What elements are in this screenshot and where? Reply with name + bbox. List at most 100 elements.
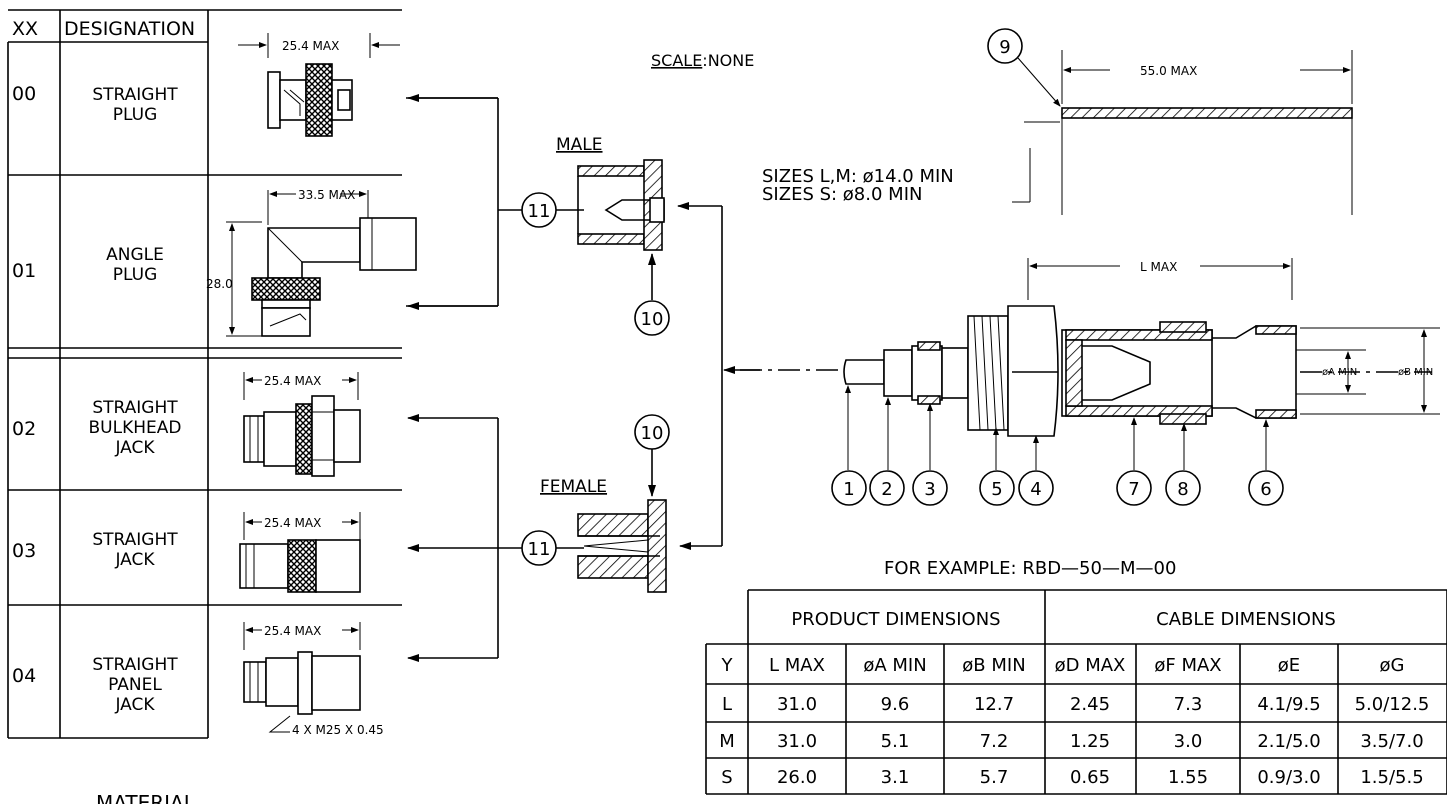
connector-assembly: L MAX øA MIN øB MIN — [843, 258, 1440, 470]
col-header: øB MIN — [962, 655, 1025, 676]
row-designation: STRAIGHT — [92, 655, 178, 675]
table-cell: 1.55 — [1168, 767, 1208, 788]
angle-plug-sketch: 33.5 MAX 28.0 — [206, 188, 417, 337]
female-contact: FEMALE — [540, 448, 667, 593]
balloon-11-upper: 11 — [521, 192, 557, 228]
svg-text:4: 4 — [1030, 479, 1041, 500]
balloon-8: 8 — [1165, 470, 1201, 506]
table-cell: 2.45 — [1070, 694, 1110, 715]
dim-label: 33.5 MAX — [298, 188, 355, 202]
dim-label: 25.4 MAX — [282, 39, 339, 53]
bulkhead-jack-sketch: 25.4 MAX — [243, 372, 361, 477]
dim-55: 55.0 MAX — [1140, 64, 1197, 78]
table-cell: 12.7 — [974, 694, 1014, 715]
sizes-note-line2: SIZES S: ø8.0 MIN — [762, 184, 922, 205]
svg-text:5: 5 — [991, 479, 1002, 500]
row-designation: STRAIGHT — [92, 398, 178, 418]
row-code: 03 — [12, 540, 36, 562]
male-contact: MALE — [556, 135, 665, 300]
dim-label: 25.4 MAX — [264, 516, 321, 530]
row-code: 01 — [12, 260, 36, 282]
dim-label: 25.4 MAX — [264, 624, 321, 638]
panel-jack-sketch: 25.4 MAX 4 X M25 X 0.45 — [243, 622, 384, 737]
row-designation: JACK — [114, 550, 155, 570]
table-cell: M — [719, 731, 735, 752]
dim-label: 25.4 MAX — [264, 374, 321, 388]
female-label: FEMALE — [540, 477, 607, 497]
table-cell: 0.65 — [1070, 767, 1110, 788]
table-cell: 5.0/12.5 — [1355, 694, 1430, 715]
table-cell: 7.2 — [980, 731, 1009, 752]
svg-text:11: 11 — [528, 539, 551, 560]
row-code: 02 — [12, 418, 36, 440]
table-cell: L — [722, 694, 732, 715]
row-designation: BULKHEAD — [89, 418, 182, 438]
designation-table: XX DESIGNATION 00 STRAIGHT PLUG 01 ANGLE… — [7, 9, 402, 739]
row-designation: JACK — [114, 695, 155, 715]
row-designation: JACK — [114, 438, 155, 458]
table-cell: 9.6 — [881, 694, 910, 715]
table-cell: 3.0 — [1174, 731, 1203, 752]
balloon-4: 4 — [1018, 470, 1054, 506]
col-header: øE — [1278, 655, 1300, 676]
svg-text:1: 1 — [843, 479, 854, 500]
balloon-1: 1 — [831, 470, 867, 506]
svg-text:8: 8 — [1177, 479, 1188, 500]
table-cell: 5.7 — [980, 767, 1009, 788]
ferrule-tube: 55.0 MAX 9 — [987, 28, 1353, 215]
balloon-5: 5 — [979, 470, 1015, 506]
balloon-2: 2 — [869, 470, 905, 506]
table-cell: S — [721, 767, 732, 788]
table-cell: 0.9/3.0 — [1257, 767, 1320, 788]
table-cell: 3.1 — [881, 767, 910, 788]
col-header: øA MIN — [863, 655, 926, 676]
table-cell: 1.5/5.5 — [1360, 767, 1423, 788]
balloon-6: 6 — [1248, 470, 1284, 506]
row-designation: STRAIGHT — [92, 530, 178, 550]
straight-jack-sketch: 25.4 MAX — [239, 512, 361, 593]
straight-plug-sketch: 25.4 MAX — [238, 33, 400, 137]
row-designation: STRAIGHT — [92, 85, 178, 105]
table-cell: 7.3 — [1174, 694, 1203, 715]
col-header: øG — [1380, 655, 1405, 676]
col-header: Y — [721, 655, 734, 676]
header-xx: XX — [12, 18, 38, 40]
balloon-11-lower: 11 — [521, 530, 557, 566]
svg-text:3: 3 — [924, 479, 935, 500]
dim-label: 28.0 — [206, 277, 233, 291]
group-cable: CABLE DIMENSIONS — [1156, 609, 1336, 630]
male-label: MALE — [556, 135, 603, 155]
thread-note: 4 X M25 X 0.45 — [292, 723, 384, 737]
table-cell: 26.0 — [777, 767, 817, 788]
sizes-note-line1: SIZES L,M: ø14.0 MIN — [762, 166, 954, 187]
row-designation: PLUG — [113, 265, 158, 285]
svg-text:7: 7 — [1128, 479, 1139, 500]
row-designation: ANGLE — [106, 245, 164, 265]
balloon-7: 7 — [1116, 470, 1152, 506]
table-cell: 2.1/5.0 — [1257, 731, 1320, 752]
group-product: PRODUCT DIMENSIONS — [791, 609, 1000, 630]
row-code: 00 — [12, 83, 36, 105]
table-cell: 5.1 — [881, 731, 910, 752]
material-label: MATERIAL — [96, 791, 196, 804]
header-designation: DESIGNATION — [64, 18, 195, 40]
dim-A: øA MIN — [1322, 367, 1357, 378]
table-cell: 3.5/7.0 — [1360, 731, 1423, 752]
svg-text:11: 11 — [528, 201, 551, 222]
example-text: FOR EXAMPLE: RBD—50—M—00 — [884, 558, 1176, 579]
row-designation: PLUG — [113, 105, 158, 125]
svg-text:2: 2 — [881, 479, 892, 500]
svg-text:6: 6 — [1260, 479, 1271, 500]
leader-lines — [406, 94, 838, 662]
dim-L: L MAX — [1140, 260, 1177, 274]
table-cell: 31.0 — [777, 694, 817, 715]
svg-text:10: 10 — [641, 309, 664, 330]
col-header: L MAX — [769, 655, 825, 676]
table-cell: 4.1/9.5 — [1257, 694, 1320, 715]
col-header: øD MAX — [1055, 655, 1126, 676]
dimensions-table: PRODUCT DIMENSIONS CABLE DIMENSIONS Y L … — [705, 589, 1447, 795]
balloon-3: 3 — [912, 470, 948, 506]
table-cell: 1.25 — [1070, 731, 1110, 752]
row-designation: PANEL — [108, 675, 162, 695]
